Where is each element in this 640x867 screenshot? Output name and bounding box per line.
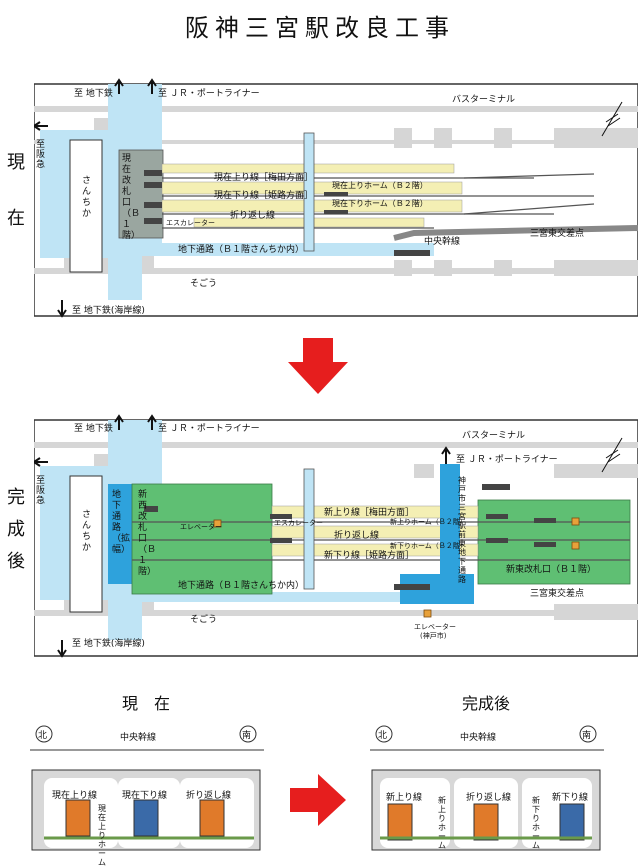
cur-subway-top: 至 地下鉄 (74, 89, 113, 99)
fut-west-gate: 新西改札口（Ｂ１階） (138, 490, 157, 577)
section-future-title: 完成後 (461, 694, 510, 713)
fut-new-up-line: 新上り線［梅田方面］ (324, 508, 415, 518)
fut-new-up-platform: 新上りホーム（Ｂ２階） (390, 518, 467, 526)
sec-fut-north: 北 (378, 731, 388, 741)
cur-bus-terminal: バスターミナル (452, 95, 516, 105)
fut-passage-wide: 地下通路（拡幅） (112, 490, 131, 555)
sec-fut-turn: 折り返し線 (466, 793, 512, 803)
fut-jr-port: 至 ＪＲ・ポートライナー (158, 424, 260, 434)
cur-chuo-kansen: 中央幹線 (424, 237, 461, 247)
fut-subway-bottom: 至 地下鉄(海岸線) (72, 639, 145, 649)
cur-hankyu: 至阪急 (36, 140, 46, 170)
fut-subway-top: 至 地下鉄 (74, 424, 113, 434)
sec-cur-south: 南 (242, 731, 252, 741)
section-current (30, 725, 264, 851)
cur-down-platform: 現在下りホーム（Ｂ２階） (332, 199, 428, 208)
fut-new-down-line: 新下り線［姫路方面］ (324, 551, 415, 561)
fut-elevator-city: エレベーター (414, 623, 456, 631)
fut-bus-terminal: バスターミナル (462, 431, 526, 441)
fut-east-gate: 新東改札口（Ｂ１階） (506, 565, 597, 575)
fut-city-note: (神戸市) (420, 632, 447, 640)
sec-fut-chuo: 中央幹線 (460, 733, 497, 743)
cur-down-line: 現在下り線［姫路方面］ (214, 191, 314, 201)
section-future (370, 725, 604, 851)
cur-gate: 現在改札口（Ｂ１階） (122, 154, 141, 241)
future-map (34, 414, 638, 658)
sec-cur-north: 北 (38, 731, 48, 741)
fut-turnback: 折り返し線 (334, 531, 380, 541)
fut-sannomiya-chika: さんちか (82, 510, 92, 553)
fut-new-down-platform: 新下りホーム（Ｂ２階） (390, 542, 467, 550)
sec-fut-up-platform: 新上りホーム (438, 796, 446, 850)
sec-fut-down-platform: 新下りホーム (532, 796, 540, 850)
fut-hankyu: 至阪急 (36, 476, 46, 506)
sec-cur-chuo: 中央幹線 (120, 733, 157, 743)
cur-up-platform: 現在上りホーム（Ｂ２階） (332, 181, 428, 190)
cur-sogo: そごう (190, 279, 218, 289)
cur-up-line: 現在上り線［梅田方面］ (214, 173, 314, 183)
fut-crossing: 三宮東交差点 (530, 589, 585, 599)
current-label-char: 在 (7, 208, 25, 229)
fut-city-passage: 神戸市三宮駅前東地下通路 (458, 476, 466, 584)
fut-jr-port2: 至 ＪＲ・ポートライナー (456, 455, 558, 465)
sec-fut-new-up: 新上り線 (386, 793, 423, 803)
cur-escalator: エスカレーター (166, 219, 215, 227)
current-label-char: 現 (7, 152, 25, 173)
cur-jr-port: 至 ＪＲ・ポートライナー (158, 89, 260, 99)
sec-fut-south: 南 (582, 731, 592, 741)
right-arrow (290, 774, 346, 826)
fut-escalator: エスカレーター (274, 519, 323, 527)
current-map (34, 78, 638, 318)
fut-sogo: そごう (190, 615, 218, 625)
sec-cur-down: 現在下り線 (122, 791, 168, 801)
future-label-char: 成 (7, 519, 25, 540)
fut-elevator: エレベーター (180, 523, 222, 531)
section-current-title: 現 在 (121, 694, 170, 713)
down-arrow (288, 338, 348, 394)
sec-cur-up: 現在上り線 (52, 791, 98, 801)
fut-passage: 地下通路（Ｂ１階さんちか内） (178, 581, 305, 591)
cur-crossing: 三宮東交差点 (530, 229, 585, 239)
cur-sannomiya-chika: さんちか (82, 176, 92, 219)
future-label-char: 後 (7, 551, 25, 572)
sec-cur-turn: 折り返し線 (186, 791, 232, 801)
cur-passage: 地下通路（Ｂ１階さんちか内） (178, 245, 305, 255)
future-label-char: 完 (7, 487, 25, 508)
current-label: 現 在 (4, 150, 28, 232)
future-label: 完 成 後 (4, 485, 28, 575)
cur-subway-bottom: 至 地下鉄(海岸線) (72, 306, 145, 316)
page-title: 阪神三宮駅改良工事 (185, 14, 455, 42)
cur-turnback: 折り返し線 (230, 211, 276, 221)
sec-fut-new-down: 新下り線 (552, 793, 589, 803)
